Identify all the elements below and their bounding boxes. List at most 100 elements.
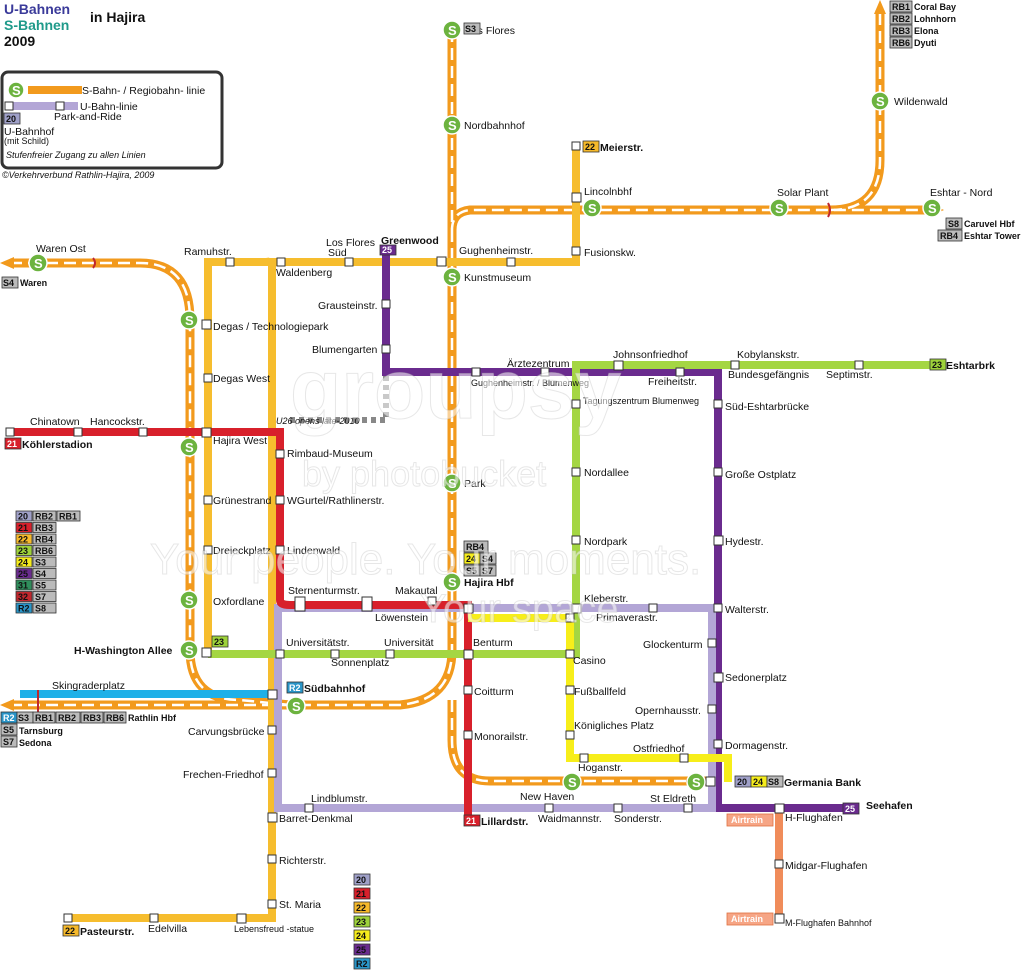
svg-text:S: S (185, 593, 194, 608)
station-hoganstr: Hoganstr. (578, 762, 623, 774)
station-johnsonfriedhof: Johnsonfriedhof (613, 349, 688, 361)
waren-code: S4 (3, 278, 14, 288)
hbf-code: 24 (466, 554, 476, 564)
station-barret-denkmal: Barret-Denkmal (279, 813, 353, 825)
line-key-partner: S8 (35, 604, 46, 614)
rathlin-code: RB3 (83, 713, 101, 723)
rb-destination: Dyuti (914, 38, 937, 48)
station-nordallee: Nordallee (584, 467, 629, 479)
station-dreieckplatz: Dreieckplatz (213, 545, 271, 557)
station-aerztezentrum: Ärztezentrum (507, 358, 570, 370)
station-skingraderplatz: Skingraderplatz (52, 680, 125, 692)
station-markers (5, 141, 864, 924)
station-tagungszentrum: Tagungszentrum Blumenweg (583, 396, 699, 406)
rb-destination: Lohnhorn (914, 14, 956, 24)
rathlin-code: RB6 (106, 713, 124, 723)
s-roundel-icon: S (442, 572, 462, 592)
s-roundel-icon: S (286, 696, 306, 716)
svg-text:S: S (292, 699, 301, 714)
bottom-key-row: 23 (353, 915, 371, 928)
sbahn-line-wildenwald (829, 10, 885, 215)
station-degas-west: Degas West (213, 373, 270, 385)
svg-text:S: S (448, 23, 457, 38)
s-roundel-icon: S (442, 267, 462, 287)
station-bundesgefaengnis: Bundesgefängnis (728, 369, 809, 381)
photobucket-watermark: groupsy by photobucket Your people. Your… (150, 342, 702, 632)
station-gruenestrand: Grünestrand (213, 495, 272, 507)
station-walterstr: Walterstr. (725, 604, 769, 616)
svg-text:S: S (876, 94, 885, 109)
rathlin-code: S3 (18, 713, 29, 723)
bottom-key-row: 20 (353, 873, 371, 886)
rathlin-code: RB1 (35, 713, 53, 723)
station-universitaet: Universität (384, 637, 434, 649)
station-waren-ost: Waren Ost (36, 243, 86, 255)
line-key-code: 23 (18, 546, 28, 556)
hajira-hbf-badges: RB4 24 S4 S5 S7 Hajira Hbf (463, 540, 514, 589)
s-roundel-icon: S (28, 253, 48, 273)
bottom-key-row: 22 (353, 901, 371, 914)
eshtarbrk-name: Eshtarbrk (946, 360, 995, 372)
station-casino: Casino (573, 655, 606, 667)
station-lincolnbhf: Lincolnbhf (584, 186, 632, 198)
station-fusionskw: Fusionskw. (584, 247, 636, 259)
station-lindenwald: Lindenwald (287, 545, 340, 557)
greenwood-name: Greenwood (381, 235, 439, 247)
line-key-code: 32 (18, 592, 28, 602)
station-loewenstein: Löwenstein (375, 612, 428, 624)
legend-sign-number: 20 (6, 114, 16, 124)
u26-planned-line (290, 372, 389, 423)
line-key-partner: S3 (35, 558, 46, 568)
station-st-eldreth: St Eldreth (650, 793, 696, 805)
line-key-code: 24 (18, 558, 28, 568)
station-septimstr: Septimstr. (826, 369, 873, 381)
sbahn-roundels: S S S S S S S S S S S S S S S S S (28, 20, 942, 792)
line-key-code: R2 (18, 604, 30, 614)
station-kunstmuseum: Kunstmuseum (464, 272, 531, 284)
station-gughenheimstr-blumenweg: Gughenheimstr. / Blumenweg (471, 378, 589, 388)
s-roundel-icon: S (179, 437, 199, 457)
station-dormagenstr: Dormagenstr. (725, 740, 788, 752)
seehafen-name: Seehafen (866, 800, 913, 812)
s-roundel-icon: S (179, 640, 199, 660)
station-fussballfeld: Fußballfeld (574, 686, 626, 698)
germania-name: Germania Bank (784, 777, 861, 789)
station-nordbahnhof: Nordbahnhof (464, 120, 525, 132)
u24-line (468, 614, 732, 782)
station-ramuhstr: Ramuhstr. (184, 246, 232, 258)
bottom-key-code: 22 (356, 903, 366, 913)
station-new-haven: New Haven (520, 791, 574, 803)
station-universitaetstr: Universitätstr. (286, 637, 350, 649)
station-waldenberg: Waldenberg (276, 267, 332, 279)
station-hajira-west: Hajira West (213, 435, 267, 447)
title-place: in Hajira (90, 9, 145, 25)
station-sued-label: Süd (328, 247, 347, 259)
rb-top-badges: RB1 RB2 RB3 RB6 Coral Bay Lohnhorn Elona… (889, 0, 956, 49)
watermark-by: by photobucket (302, 453, 546, 494)
eshtar-badges: S8 RB4 Caruvel Hbf Eshtar Tower (937, 217, 1021, 242)
line-key-code: 21 (18, 523, 28, 533)
station-koenigliches-platz: Königliches Platz (574, 720, 654, 732)
title-ubahn: U-Bahnen (4, 1, 70, 17)
station-h-flughafen: H-Flughafen (785, 812, 843, 824)
svg-text:S: S (448, 118, 457, 133)
bottom-key-row: 21 (353, 887, 371, 900)
station-grausteinstr: Grausteinstr. (318, 300, 378, 312)
rathlin-code: R2 (3, 713, 15, 723)
watermark-slogan2: Your space (420, 587, 619, 631)
washington-code: 23 (214, 637, 224, 647)
station-carvungsbruecke: Carvungsbrücke (188, 726, 265, 738)
rathlin-dest: Rathlin Hbf (128, 713, 177, 723)
s-roundel-icon: S (686, 772, 706, 792)
tarnsburg-code: S5 (3, 725, 14, 735)
germania-code: S8 (768, 777, 779, 787)
rathlin-badges: R2 S3 RB1 RB2 RB3 RB6 Rathlin Hbf S5 Tar… (0, 711, 177, 748)
station-edelvilla: Edelvilla (148, 923, 187, 935)
line-key-partner: RB2 (35, 512, 53, 522)
station-ostfriedhof: Ostfriedhof (633, 743, 684, 755)
line-key-code: 22 (18, 535, 28, 545)
